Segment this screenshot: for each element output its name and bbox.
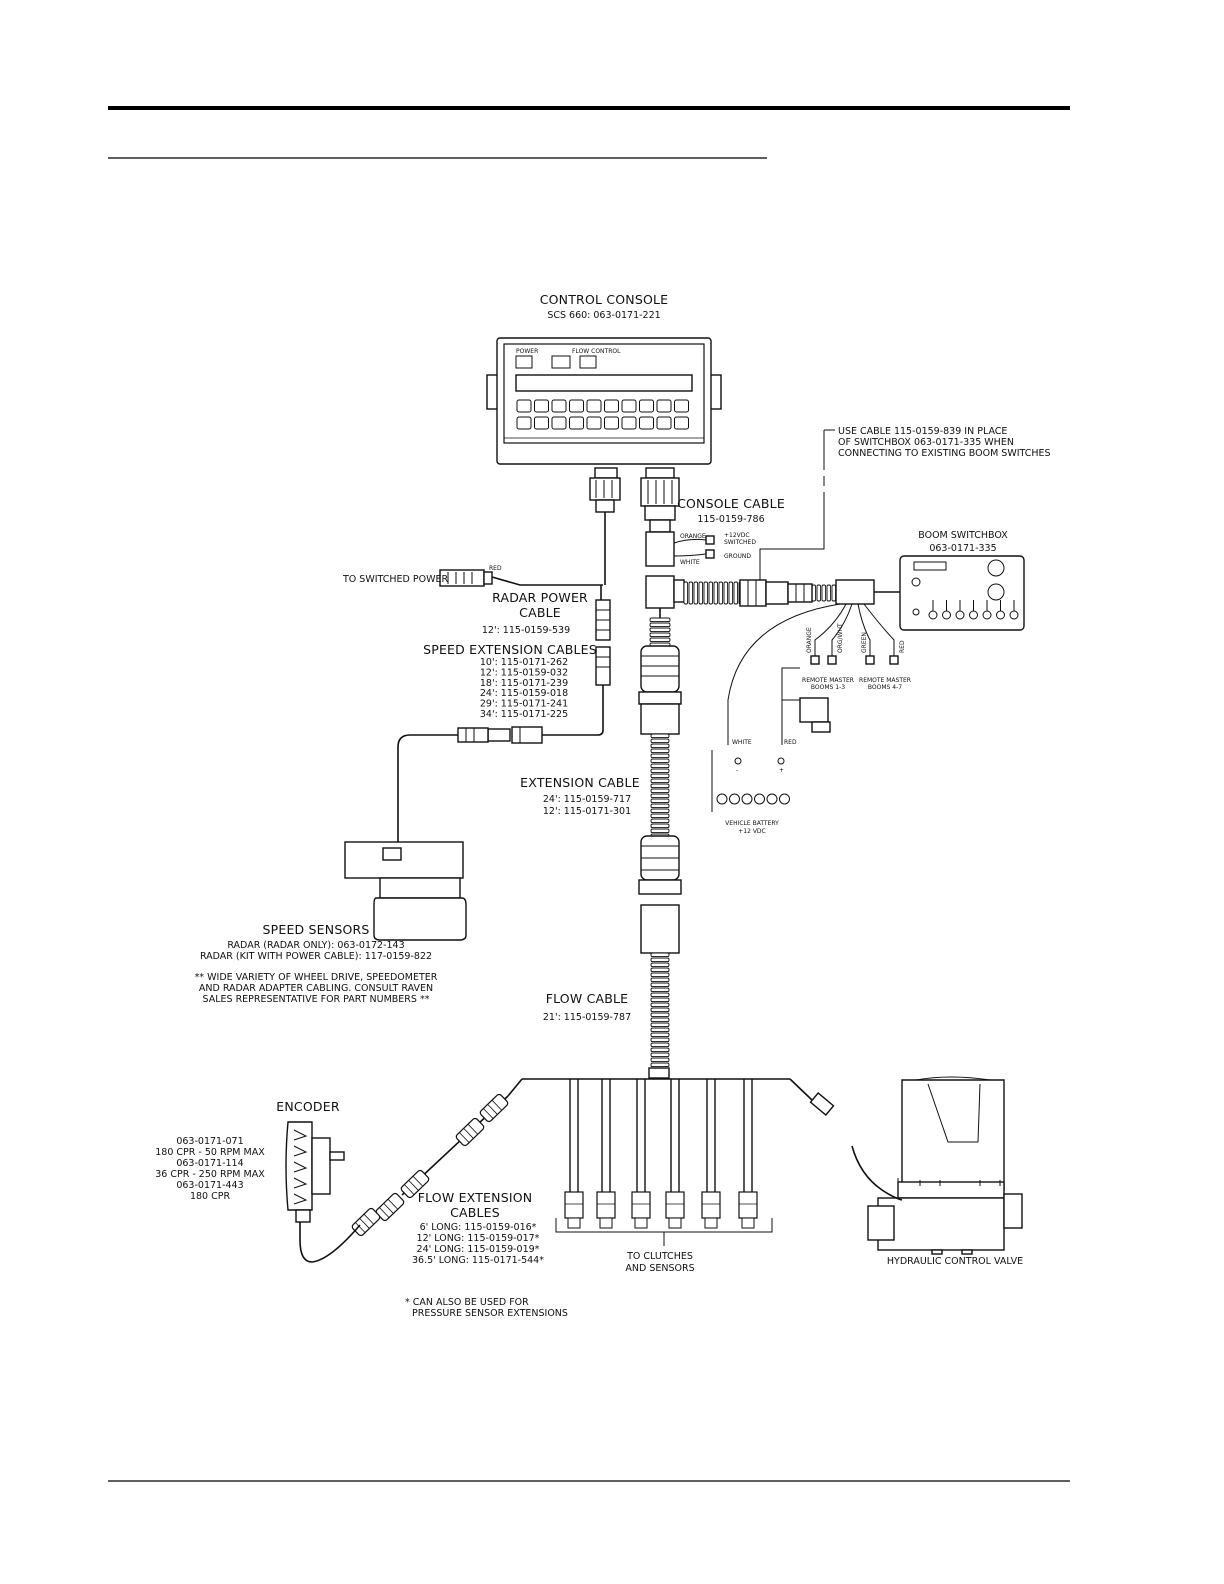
console-flow-label: FLOW CONTROL [572,348,621,355]
speed-sensors-part-2: RADAR (KIT WITH POWER CABLE): 117-0159-8… [200,951,432,962]
console-cable-part: 115-0159-786 [697,514,764,525]
speed-extension-part-5: 29': 115-0171-241 [480,699,568,710]
remote-master-2-line2: BOOMS 4-7 [868,684,902,691]
flow-cable-part: 21': 115-0159-787 [543,1012,631,1023]
flow-extension-cable [299,1093,509,1263]
flow-cable-title: FLOW CABLE [546,991,629,1006]
encoder-part-2: 180 CPR - 50 RPM MAX [155,1147,265,1158]
battery-label-1: VEHICLE BATTERY [725,820,779,827]
boom-switchbox-title: BOOM SWITCHBOX [918,530,1008,541]
extension-cable-part-2: 12': 115-0171-301 [543,806,631,817]
radar-power-part: 12': 115-0159-539 [482,625,570,636]
flow-extension-part-3: 24' LONG: 115-0159-019* [417,1244,540,1255]
console-cable-title: CONSOLE CABLE [677,496,785,511]
encoder-part-6: 180 CPR [190,1191,231,1202]
console-title: CONTROL CONSOLE [540,292,669,307]
switched-power-wire-label: RED [489,565,502,572]
hydraulic-control-valve [851,1076,1023,1255]
console-part: SCS 660: 063-0171-221 [547,310,660,321]
vehicle-battery [711,750,790,812]
speed-extension-part-3: 18': 115-0171-239 [480,678,568,689]
remote-master-1-line2: BOOMS 1-3 [811,684,845,691]
flow-harness [507,1078,835,1246]
console-keypad [516,399,689,430]
encoder-part-4: 36 CPR - 250 RPM MAX [155,1169,265,1180]
console-wire-switched: SWITCHED [724,539,756,546]
speed-extension-part-1: 10': 115-0171-262 [480,657,568,668]
extension-cable-title: EXTENSION CABLE [520,775,640,790]
switchbox-note-line-1: USE CABLE 115-0159-839 IN PLACE [838,426,1007,437]
battery-wire-white: WHITE [732,739,752,746]
flow-extension-title-1: FLOW EXTENSION [418,1190,533,1205]
clutches-label-2: AND SENSORS [625,1263,694,1274]
footnote-line-1: * CAN ALSO BE USED FOR [405,1297,529,1308]
speed-sensors-note: ** WIDE VARIETY OF WHEEL DRIVE, SPEEDOME… [195,972,438,1005]
encoder-part-1: 063-0171-071 [176,1136,243,1147]
speed-extension-part-6: 34': 115-0171-225 [480,709,568,720]
switchbox-note-line-2: OF SWITCHBOX 063-0171-335 WHEN [838,437,1014,448]
remote-master-1-line1: REMOTE MASTER [802,677,854,684]
radar-power-title-1: RADAR POWER [492,590,588,605]
switched-power-label: TO SWITCHED POWER [342,574,448,585]
battery-wire-red: RED [784,739,797,746]
flow-extension-part-1: 6' LONG: 115-0159-016* [420,1222,537,1233]
console-wire-orange: ORANGE [680,533,706,540]
battery-label-2: +12 VDC [738,828,765,835]
speed-extension-title: SPEED EXTENSION CABLES [423,642,597,657]
console-wire-ground: GROUND [724,553,751,560]
speed-extension-part-4: 24': 115-0159-018 [480,688,568,699]
boom-switch-cable [683,430,900,607]
console-wire-white: WHITE [680,559,700,566]
boom-switchbox [899,555,1025,631]
relay-connector [781,667,831,733]
flow-extension-title-2: CABLES [450,1205,500,1220]
console-cable-trunk [638,467,685,1079]
remote-master-2-line1: REMOTE MASTER [859,677,911,684]
console-power-wires [673,535,715,559]
hydraulic-valve-label: HYDRAULIC CONTROL VALVE [887,1256,1023,1267]
boom-wire-green: GREEN [861,632,868,653]
encoder-title: ENCODER [276,1099,340,1114]
boom-wire-orange: ORANGE [806,627,813,653]
radar-power-title-2: CABLE [519,605,561,620]
boom-switchbox-part: 063-0171-335 [929,543,996,554]
console-wire-12v: +12VDC [724,532,750,539]
radar-power-cable [491,467,621,736]
speed-extension-part-2: 12': 115-0159-032 [480,667,568,678]
switchbox-note-line-3: CONNECTING TO EXISTING BOOM SWITCHES [838,448,1051,459]
flow-extension-part-4: 36.5' LONG: 115-0171-544* [412,1255,544,1266]
speed-sensors-note-line-2: AND RADAR ADAPTER CABLING. CONSULT RAVEN [199,983,433,994]
encoder [285,1121,345,1223]
console-power-label: POWER [516,348,538,355]
speed-sensors-title: SPEED SENSORS [262,922,369,937]
boom-wire-org-wht: ORG/WHT [837,623,844,653]
switched-power-connector [439,569,493,587]
speed-sensors-note-line-3: SALES REPRESENTATIVE FOR PART NUMBERS ** [203,994,430,1005]
flow-extension-parts: 6' LONG: 115-0159-016*12' LONG: 115-0159… [412,1222,544,1266]
footnote-line-2: PRESSURE SENSOR EXTENSIONS [412,1308,568,1319]
battery-plus: + [779,767,784,774]
header-rule [108,106,1070,110]
clutches-label-1: TO CLUTCHES [626,1251,693,1262]
encoder-part-5: 063-0171-443 [176,1180,243,1191]
boom-branch-wires [727,603,899,745]
speed-sensors-part-1: RADAR (RADAR ONLY): 063-0172-143 [227,940,404,951]
speed-sensors-note-line-1: ** WIDE VARIETY OF WHEEL DRIVE, SPEEDOME… [195,972,438,983]
encoder-part-3: 063-0171-114 [176,1158,243,1169]
speed-sensor [344,841,467,941]
control-console: POWER FLOW CONTROL [486,337,722,465]
boom-wire-red: RED [899,640,906,653]
flow-extension-part-2: 12' LONG: 115-0159-017* [417,1233,540,1244]
extension-cable-part-1: 24': 115-0159-717 [543,794,631,805]
battery-minus: - [736,767,738,774]
